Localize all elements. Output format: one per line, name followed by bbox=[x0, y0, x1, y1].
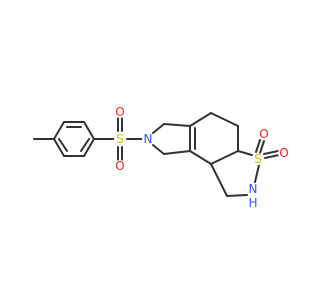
bond-six-5 bbox=[189, 150, 212, 165]
atom-o-sulfonyl-bottom: O bbox=[115, 159, 124, 173]
atom-nh-bg bbox=[247, 183, 259, 195]
bond-nh-ch2 bbox=[226, 194, 248, 197]
bond-s-nh bbox=[254, 164, 260, 183]
atom-o-bottom-bg bbox=[114, 160, 126, 172]
atom-o-sultam-top-bg bbox=[258, 128, 270, 140]
bond-ring-6 bbox=[53, 138, 65, 157]
bond-ring-inner-2 bbox=[80, 138, 90, 152]
atom-o-sultam-top: O bbox=[259, 127, 268, 141]
bond-ring-4 bbox=[83, 138, 95, 157]
atom-o-top-bg bbox=[114, 106, 126, 118]
atom-o-sultam-right-bg bbox=[278, 147, 290, 159]
atom-n-sultam: N bbox=[249, 182, 258, 196]
atom-h-sultam: H bbox=[248, 196, 257, 210]
bond-six-1 bbox=[189, 112, 212, 127]
bond-six-4 bbox=[210, 150, 239, 165]
atom-n-bg bbox=[142, 133, 154, 145]
bond-ring-inner-3 bbox=[58, 138, 68, 152]
bond-layer bbox=[33, 112, 280, 197]
bond-c-s-sultam bbox=[237, 150, 253, 156]
bond-n-ch2-top bbox=[152, 123, 165, 134]
bond-ring-3 bbox=[83, 121, 95, 140]
bond-ch2-bottom-c bbox=[163, 150, 191, 155]
tosyl-tricyclic-sultam-structure: S O O N S O O N H bbox=[33, 105, 290, 210]
atom-n-pyrroline: N bbox=[144, 132, 153, 146]
bond-ring-1 bbox=[53, 121, 65, 140]
atom-o-sulfonyl-top: O bbox=[115, 105, 124, 119]
atom-o-sultam-right: O bbox=[279, 146, 288, 160]
atom-s-sultam: S bbox=[254, 152, 262, 166]
bond-ch2-top-c bbox=[163, 123, 191, 127]
bond-s2-o-top-b bbox=[259, 140, 265, 154]
bond-ch2-c bbox=[210, 163, 228, 197]
atom-label-layer: S O O N S O O N H bbox=[114, 105, 290, 210]
bond-s2-o-top-a bbox=[255, 139, 261, 153]
bond-n-ch2-bottom bbox=[152, 144, 165, 155]
bond-six-2 bbox=[210, 112, 239, 127]
bond-s2-o-right-b bbox=[264, 154, 280, 159]
atom-s-sultam-bg bbox=[252, 153, 264, 165]
atom-s-bg bbox=[114, 133, 126, 145]
atom-s-sulfonyl: S bbox=[116, 132, 124, 146]
bond-s2-o-right-a bbox=[263, 150, 279, 155]
